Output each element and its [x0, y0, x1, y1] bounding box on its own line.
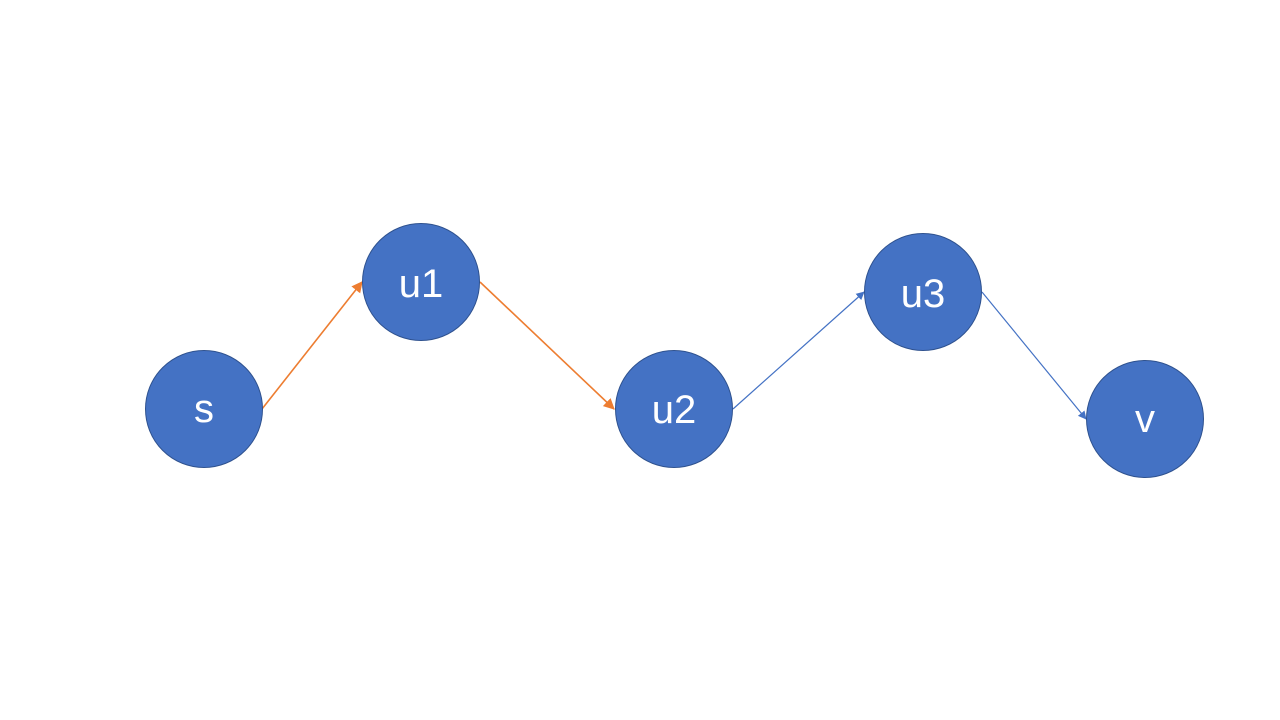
node-u1: u1 [362, 223, 480, 341]
node-s-label: s [194, 387, 214, 431]
node-u2-label: u2 [652, 388, 697, 432]
node-u2: u2 [615, 350, 733, 468]
node-u3-label: u3 [901, 272, 946, 316]
edge-s-u1 [261, 281, 363, 410]
node-v: v [1086, 360, 1204, 478]
edge-u3-v [981, 291, 1087, 420]
node-s: s [145, 350, 263, 468]
node-u3: u3 [864, 233, 982, 351]
node-v-label: v [1135, 397, 1155, 441]
edge-u1-u2 [479, 281, 615, 410]
node-u1-label: u1 [399, 262, 444, 306]
edge-u2-u3 [732, 291, 865, 410]
